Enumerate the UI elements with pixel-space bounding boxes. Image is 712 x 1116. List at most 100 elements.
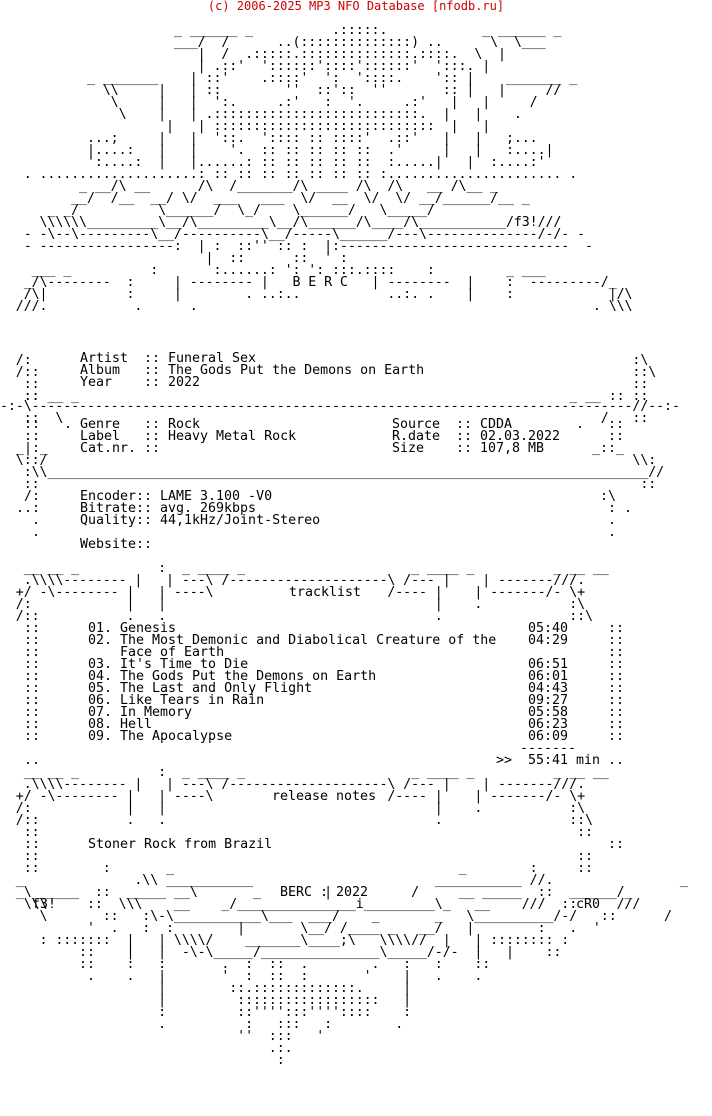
track-time: 04:43	[528, 681, 569, 696]
frame-right: ::	[608, 657, 625, 672]
sep: ::	[144, 429, 161, 444]
sep: ::	[136, 513, 153, 528]
track-title: The Last and Only Flight	[120, 681, 313, 696]
sep: ::	[456, 429, 473, 444]
ascii-line: '' ::: '	[0, 1029, 325, 1044]
year-label: Year	[80, 375, 113, 390]
sep: ::	[144, 363, 161, 378]
frame-left: .	[32, 525, 41, 540]
sep: ::	[144, 351, 161, 366]
frame-left: ::	[24, 417, 41, 432]
artist-value: Funeral Sex	[168, 351, 257, 366]
track-title: It's Time to Die	[120, 657, 249, 672]
ascii-line: . : ::: : .	[0, 1017, 404, 1032]
ascii-line: ___/ / ..(::::::::::::::) .. \ \___	[0, 35, 546, 50]
genre-value: Rock	[168, 417, 201, 432]
track-time: 06:23	[528, 717, 569, 732]
frame-line: :: : _ _ : ::	[0, 861, 593, 876]
track-title: Hell	[120, 717, 153, 732]
track-title: Genesis	[120, 621, 177, 636]
ascii-line: \\\\\\_________\__/\_________\__/\______…	[0, 215, 562, 230]
source-label: Source	[392, 417, 441, 432]
header-close-bracket: ]	[496, 0, 505, 13]
track-time: 04:29	[528, 633, 569, 648]
track-time: 06:09	[528, 729, 569, 744]
label-value: Heavy Metal Rock	[168, 429, 297, 444]
ascii-line: | :: :: ' :	[0, 251, 348, 266]
frame-left: ::	[24, 693, 41, 708]
ascii-line: | :::::::::::::::::: |	[0, 993, 412, 1008]
frame-right: ::	[608, 837, 625, 852]
ascii-line: _\______ :: _____ __\ _ | / __ _____ :: …	[0, 885, 633, 900]
ascii-line: _ __/\ __ /\ /_______/\ ____ /\ /\ __ /\…	[0, 179, 499, 194]
frame-line: /: | | | . :\	[0, 597, 586, 612]
album-value: The Gods Put the Demons on Earth	[168, 363, 425, 378]
frame-line: /:: ::\	[0, 365, 657, 380]
artist-label: Artist	[80, 351, 129, 366]
source-value: CDDA	[480, 417, 513, 432]
sep: ::	[144, 441, 161, 456]
track-number: 07.	[88, 705, 113, 720]
ascii-line: _ .\\ ___________ ___________ //. _	[0, 873, 688, 888]
frame-right: ::	[608, 621, 625, 636]
frame-left: .	[32, 513, 41, 528]
ascii-line: :	[0, 1053, 285, 1068]
ascii-line: \ :: :\-\___________\___ ___/ _ _ \_____…	[0, 909, 673, 924]
track-number: 04.	[88, 669, 113, 684]
sep: ::	[144, 417, 161, 432]
nfo-document: _ ______ _ .:::::. _ ______ _ ___/ / ..(…	[0, 13, 712, 1113]
ascii-line: _ _/ \______/ \_/ \______/ \_____/	[0, 203, 546, 218]
frame-dot: . ::	[576, 417, 625, 432]
ascii-line: ':....: | |......: :: :: :: :: :: :.....…	[0, 155, 546, 170]
frame-right: ..	[608, 753, 625, 768]
ascii-line: _/\-------- : | -------- | B E R C | ---…	[0, 275, 617, 290]
track-time: 09:27	[528, 693, 569, 708]
ascii-line: \\ | | :: '' ::':: '' :: | | //	[0, 83, 562, 98]
track-title: The Apocalypse	[120, 729, 233, 744]
sep: ::	[456, 417, 473, 432]
frame-line: /:: . . . ::\	[0, 609, 593, 624]
frame-left: _|:_	[16, 441, 49, 456]
frame-line: :: ::	[0, 377, 649, 392]
ascii-line: \\\ :: \\\ __ _/_______________i________…	[0, 897, 641, 912]
group-tag-right: cR0	[576, 897, 601, 912]
ascii-line: \ | | ':. .:' : '. .:' | | /	[0, 95, 538, 110]
frame-left: ..	[24, 753, 41, 768]
track-number: 06.	[88, 693, 113, 708]
frame-line: :\\_____________________________________…	[0, 465, 665, 480]
ascii-line: :: | | -\-\_____/_______________\_____/-…	[0, 945, 562, 960]
ascii-line: :: : : . : :: . . : : ::	[0, 957, 491, 972]
genre-label: . Genre	[64, 417, 121, 432]
nfodb-link[interactable]: nfodb.ru	[439, 0, 497, 13]
frame-line: :: ::	[0, 825, 593, 840]
frame-right: .	[608, 513, 617, 528]
frame-line: :: \ / ::	[0, 411, 649, 426]
frame-right: ::	[608, 717, 625, 732]
frame-left: /:	[24, 489, 41, 504]
ascii-line: ///. . . . \\\	[0, 299, 633, 314]
track-time: 06:51	[528, 657, 569, 672]
track-time: 05:40	[528, 621, 569, 636]
frame-left: ::	[24, 645, 41, 660]
frame-left: ::	[24, 681, 41, 696]
track-number: 02.	[88, 633, 113, 648]
ascii-line: - -\--\---------\__/----------\__/-----\…	[0, 227, 586, 242]
track-title: Like Tears in Rain	[120, 693, 265, 708]
sep: ::	[136, 501, 153, 516]
frame-left: ::	[24, 669, 41, 684]
frame-left: ::	[24, 657, 41, 672]
track-time: 06:01	[528, 669, 569, 684]
frame-left: ..:	[16, 501, 41, 516]
frame-right: :\	[600, 489, 617, 504]
frame-right: ::	[608, 693, 625, 708]
notes-heading: release notes	[272, 789, 377, 804]
frame-line: /: :\	[0, 353, 649, 368]
ascii-line: | ::.:::::::::::::. |	[0, 981, 412, 996]
tracklist-heading: tracklist	[289, 585, 362, 600]
ascii-line: . . | ' : :: : ' | . .	[0, 969, 483, 984]
encoder-value: LAME 3.100 -V0	[160, 489, 273, 504]
track-title: In Memory	[120, 705, 193, 720]
bitrate-label: Bitrate	[80, 501, 137, 516]
frame-line: __ __ _ : _ ____ _ _ ____ _ _ __ __	[0, 561, 609, 576]
frame-right: ::	[608, 729, 625, 744]
